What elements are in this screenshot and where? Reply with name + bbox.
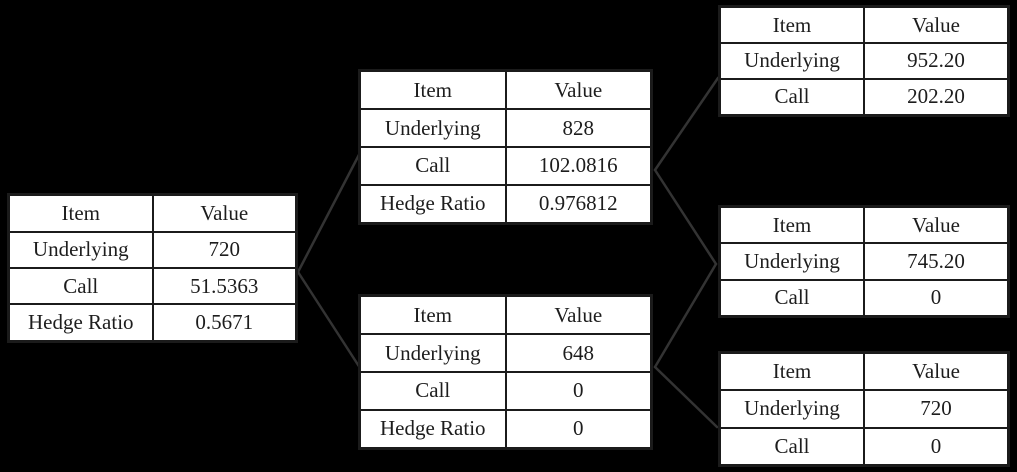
node-table-root: Item Value Underlying 720 Call 51.5363 H… — [7, 193, 298, 343]
col-header-item: Item — [358, 69, 507, 111]
branch-down-to-downdown — [653, 365, 719, 429]
table-row: Underlying 720 — [7, 230, 298, 269]
value-cell: 202.20 — [863, 77, 1010, 117]
item-cell: Call — [7, 266, 154, 306]
item-cell: Call — [358, 145, 507, 186]
table-row: Hedge Ratio 0.976812 — [358, 183, 653, 225]
node-table-down-down: Item Value Underlying 720 Call 0 — [718, 351, 1010, 467]
col-header-item: Item — [7, 193, 154, 233]
table-row: Call 102.0816 — [358, 145, 653, 186]
table-row: Call 0 — [718, 278, 1010, 318]
item-cell: Underlying — [358, 108, 507, 148]
table-row: Hedge Ratio 0.5671 — [7, 303, 298, 343]
node-table-middle: Item Value Underlying 745.20 Call 0 — [718, 205, 1010, 318]
branch-down-to-middle — [653, 262, 718, 369]
table-row: Call 0 — [358, 370, 653, 411]
value-cell: 0.5671 — [151, 303, 298, 343]
header-row: Item Value — [358, 69, 653, 111]
item-cell: Call — [718, 77, 865, 117]
header-row: Item Value — [718, 5, 1010, 45]
value-cell: 0 — [504, 408, 653, 450]
col-header-item: Item — [718, 5, 865, 45]
col-header-value: Value — [863, 205, 1010, 245]
item-cell: Hedge Ratio — [358, 408, 507, 450]
table-row: Underlying 720 — [718, 389, 1010, 429]
node-table-down: Item Value Underlying 648 Call 0 Hedge R… — [358, 294, 653, 450]
node-table-up-up: Item Value Underlying 952.20 Call 202.20 — [718, 5, 1010, 117]
table-row: Underlying 745.20 — [718, 242, 1010, 281]
value-cell: 648 — [504, 333, 653, 373]
item-cell: Underlying — [358, 333, 507, 373]
col-header-item: Item — [718, 351, 865, 392]
item-cell: Hedge Ratio — [358, 183, 507, 225]
branch-root-to-up — [296, 147, 364, 274]
table-row: Hedge Ratio 0 — [358, 408, 653, 450]
value-cell: 828 — [504, 108, 653, 148]
value-cell: 0 — [863, 278, 1010, 318]
value-cell: 0 — [504, 370, 653, 411]
item-cell: Underlying — [718, 42, 865, 80]
table-row: Underlying 648 — [358, 333, 653, 373]
value-cell: 952.20 — [863, 42, 1010, 80]
col-header-item: Item — [358, 294, 507, 336]
branch-up-to-middle — [653, 168, 718, 266]
table-row: Call 0 — [718, 426, 1010, 467]
value-cell: 720 — [863, 389, 1010, 429]
col-header-item: Item — [718, 205, 865, 245]
value-cell: 720 — [151, 230, 298, 269]
node-table-up: Item Value Underlying 828 Call 102.0816 … — [358, 69, 653, 225]
table-row: Call 51.5363 — [7, 266, 298, 306]
item-cell: Underlying — [7, 230, 154, 269]
item-cell: Underlying — [718, 389, 865, 429]
item-cell: Underlying — [718, 242, 865, 281]
col-header-value: Value — [151, 193, 298, 233]
col-header-value: Value — [863, 5, 1010, 45]
table-row: Underlying 828 — [358, 108, 653, 148]
header-row: Item Value — [358, 294, 653, 336]
item-cell: Hedge Ratio — [7, 303, 154, 343]
item-cell: Call — [718, 426, 865, 467]
value-cell: 0.976812 — [504, 183, 653, 225]
col-header-value: Value — [504, 69, 653, 111]
table-row: Underlying 952.20 — [718, 42, 1010, 80]
branch-root-to-down — [296, 270, 364, 373]
table-row: Call 202.20 — [718, 77, 1010, 117]
branch-up-to-upup — [653, 76, 720, 172]
col-header-value: Value — [504, 294, 653, 336]
col-header-value: Value — [863, 351, 1010, 392]
header-row: Item Value — [7, 193, 298, 233]
value-cell: 102.0816 — [504, 145, 653, 186]
item-cell: Call — [718, 278, 865, 318]
value-cell: 51.5363 — [151, 266, 298, 306]
header-row: Item Value — [718, 205, 1010, 245]
header-row: Item Value — [718, 351, 1010, 392]
value-cell: 745.20 — [863, 242, 1010, 281]
item-cell: Call — [358, 370, 507, 411]
value-cell: 0 — [863, 426, 1010, 467]
